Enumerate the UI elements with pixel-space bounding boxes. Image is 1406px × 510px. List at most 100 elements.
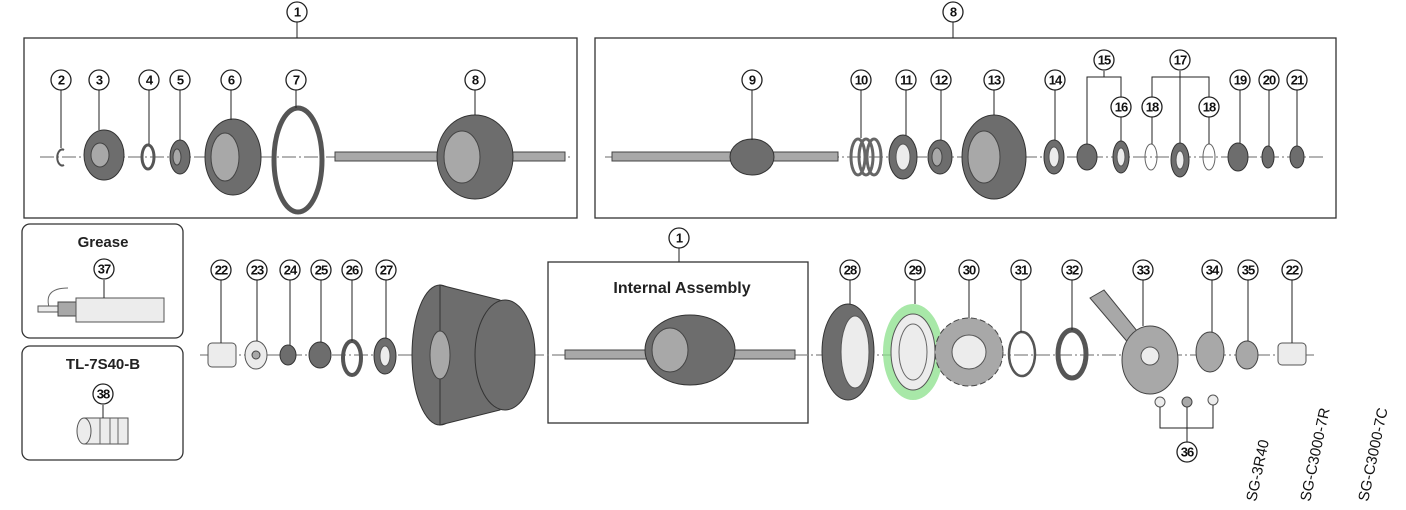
part-19-cone[interactable] xyxy=(1227,142,1249,172)
svg-text:22: 22 xyxy=(215,263,228,278)
part-2-snap-ring[interactable] xyxy=(56,148,65,167)
callout-37: 37 xyxy=(93,258,115,280)
svg-text:4: 4 xyxy=(146,73,154,88)
svg-text:28: 28 xyxy=(844,263,857,278)
svg-text:16: 16 xyxy=(1115,100,1128,115)
svg-text:30: 30 xyxy=(963,263,976,278)
callout-16: 16 xyxy=(1110,96,1132,118)
part-3-cone[interactable] xyxy=(83,129,125,181)
callout-34: 34 xyxy=(1201,259,1223,281)
part-9-axle[interactable] xyxy=(611,138,839,176)
svg-text:21: 21 xyxy=(1291,73,1304,88)
part-33-cassette-joint[interactable] xyxy=(1089,289,1179,395)
svg-text:13: 13 xyxy=(988,73,1001,88)
part-23-non-turn-washer[interactable] xyxy=(244,340,268,370)
part-30-sprocket[interactable] xyxy=(934,317,1004,387)
callout-3: 3 xyxy=(88,69,110,91)
part-16-washer[interactable] xyxy=(1112,140,1130,174)
svg-text:26: 26 xyxy=(346,263,359,278)
part-21-nut[interactable] xyxy=(1289,145,1305,169)
callout-24: 24 xyxy=(279,259,301,281)
callout-11: 11 xyxy=(895,69,917,91)
part-13-driver[interactable] xyxy=(961,114,1027,200)
part-12-cone[interactable] xyxy=(927,139,953,175)
callout-29: 29 xyxy=(904,259,926,281)
part-25-cone[interactable] xyxy=(308,341,332,369)
callout-15: 15 xyxy=(1093,49,1115,71)
svg-text:9: 9 xyxy=(749,73,756,88)
part-6-clutch[interactable] xyxy=(204,118,262,196)
tool-title: TL-7S40-B xyxy=(66,356,140,373)
svg-text:31: 31 xyxy=(1015,263,1028,278)
svg-text:11: 11 xyxy=(900,73,913,88)
part-22-axle-nut[interactable] xyxy=(207,342,237,368)
internal-assembly-frame xyxy=(547,261,809,424)
part-14-ring[interactable] xyxy=(1043,139,1065,175)
svg-text:38: 38 xyxy=(97,387,110,402)
svg-text:1: 1 xyxy=(676,231,683,246)
model-label-sg-c3000-7c: SG-C3000-7C xyxy=(1355,406,1391,503)
callout-8: 8 xyxy=(464,69,486,91)
hub-shell[interactable] xyxy=(411,284,536,426)
model-label-sg-3r40: SG-3R40 xyxy=(1243,438,1273,503)
part-38-tool[interactable] xyxy=(76,417,129,445)
svg-text:3: 3 xyxy=(96,73,103,88)
svg-text:14: 14 xyxy=(1049,73,1063,88)
part-34-bracket[interactable] xyxy=(1195,331,1225,373)
part-27-cone[interactable] xyxy=(373,337,397,375)
part-11-ring[interactable] xyxy=(888,134,918,180)
part-7-ring-gear[interactable] xyxy=(271,105,325,215)
part-29-highlighted[interactable] xyxy=(883,304,943,400)
part-35-cone[interactable] xyxy=(1235,340,1259,370)
svg-text:10: 10 xyxy=(855,73,868,88)
callout-17: 17 xyxy=(1169,49,1191,71)
part-4-washer[interactable] xyxy=(140,143,156,171)
assembly-1-frame xyxy=(23,37,578,219)
svg-text:35: 35 xyxy=(1242,263,1255,278)
part-37-grease-tube[interactable] xyxy=(37,287,165,323)
part-28-seal[interactable] xyxy=(821,303,875,401)
part-20-washer[interactable] xyxy=(1261,145,1275,169)
svg-text:12: 12 xyxy=(935,73,948,88)
callout-38: 38 xyxy=(92,383,114,405)
part-36-screws[interactable] xyxy=(1154,394,1219,408)
internal-assembly-unit[interactable] xyxy=(564,314,796,386)
part-22-axle-nut[interactable] xyxy=(1277,342,1307,366)
callout-35: 35 xyxy=(1237,259,1259,281)
callout-13: 13 xyxy=(983,69,1005,91)
part-10-spring[interactable] xyxy=(849,137,883,177)
callout-14: 14 xyxy=(1044,69,1066,91)
callout-33: 33 xyxy=(1132,259,1154,281)
callout-28: 28 xyxy=(839,259,861,281)
svg-text:22: 22 xyxy=(1286,263,1299,278)
part-32-dust-cap[interactable] xyxy=(1055,327,1089,381)
part-18-spacer[interactable] xyxy=(1144,143,1158,171)
part-24-nut[interactable] xyxy=(279,344,297,366)
callout-31: 31 xyxy=(1010,259,1032,281)
part-8-internal-unit[interactable] xyxy=(334,114,566,200)
callout-27: 27 xyxy=(375,259,397,281)
part-26-dust-cap[interactable] xyxy=(341,339,363,377)
svg-text:17: 17 xyxy=(1174,53,1187,68)
callout-25: 25 xyxy=(310,259,332,281)
callout-6: 6 xyxy=(220,69,242,91)
svg-text:23: 23 xyxy=(251,263,264,278)
svg-text:27: 27 xyxy=(380,263,393,278)
svg-text:34: 34 xyxy=(1206,263,1220,278)
svg-text:37: 37 xyxy=(98,262,111,277)
callout-7: 7 xyxy=(285,69,307,91)
svg-text:32: 32 xyxy=(1066,263,1079,278)
svg-text:29: 29 xyxy=(909,263,922,278)
svg-text:18: 18 xyxy=(1146,100,1159,115)
svg-text:15: 15 xyxy=(1098,53,1111,68)
part-17-lock-washer[interactable] xyxy=(1170,142,1190,178)
svg-text:7: 7 xyxy=(293,73,300,88)
part-31-snap-ring[interactable] xyxy=(1007,330,1037,378)
grease-frame xyxy=(21,223,184,339)
svg-text:8: 8 xyxy=(472,73,479,88)
svg-text:19: 19 xyxy=(1234,73,1247,88)
part-5-nut[interactable] xyxy=(169,139,191,175)
internal-assembly-title: Internal Assembly xyxy=(613,280,750,297)
part-15-nut[interactable] xyxy=(1076,143,1098,171)
